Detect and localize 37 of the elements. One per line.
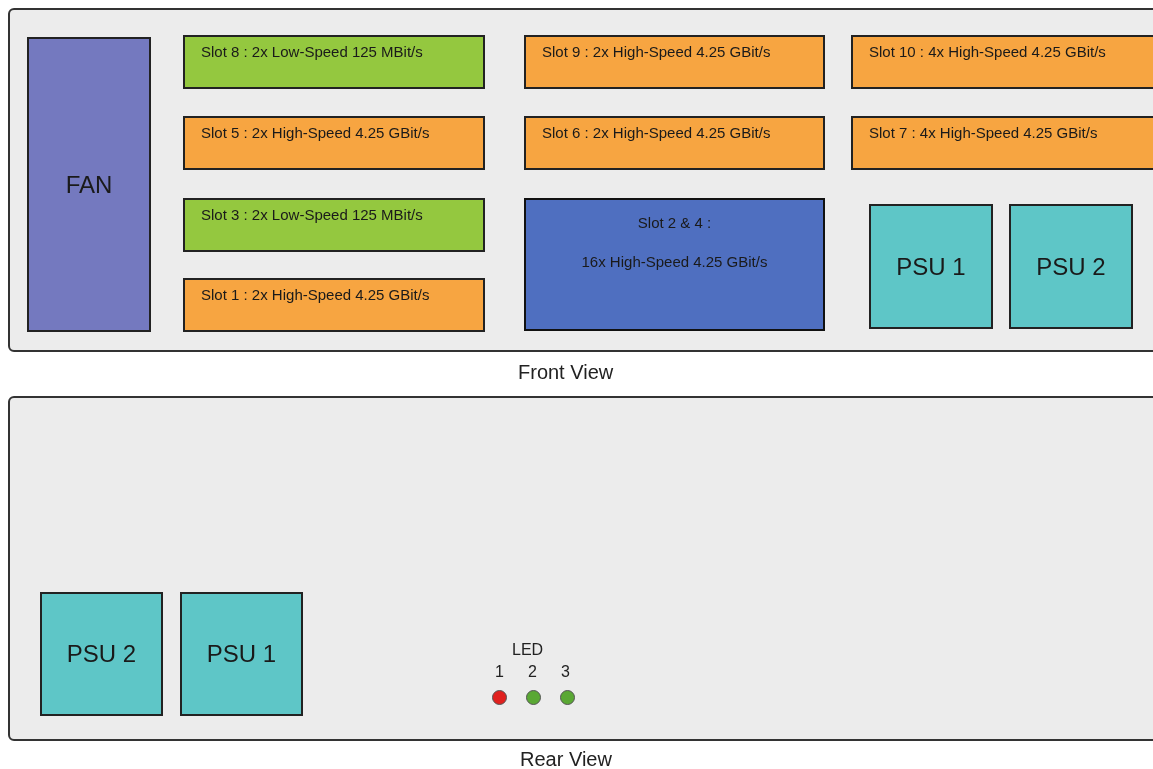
slot-card: [851, 35, 1153, 89]
slot-label: Slot 9 : 2x High-Speed 4.25 GBit/s: [542, 42, 772, 62]
slot-label: Slot 10 : 4x High-Speed 4.25 GBit/s: [869, 42, 1107, 62]
slot-label: Slot 2 & 4 :: [637, 213, 712, 233]
psu-module: [1009, 204, 1133, 329]
fan-module: [27, 37, 151, 332]
slot-label: PSU 1: [206, 639, 277, 669]
view-caption: Front View: [518, 360, 614, 385]
led-number: 1: [495, 662, 504, 682]
slot-card: [524, 116, 825, 170]
slot-label: Slot 3 : 2x Low-Speed 125 MBit/s: [201, 205, 424, 225]
slot-label: Slot 1 : 2x High-Speed 4.25 GBit/s: [201, 285, 431, 305]
slot-label: FAN: [65, 169, 113, 200]
slot-label: PSU 2: [1036, 251, 1106, 282]
view-caption: Rear View: [520, 747, 612, 769]
slot-label: Slot 7 : 4x High-Speed 4.25 GBit/s: [869, 123, 1099, 143]
slot-label: Slot 5 : 2x High-Speed 4.25 GBit/s: [201, 123, 431, 143]
psu-module: [869, 204, 993, 329]
slot-card: [183, 278, 485, 332]
slot-card: [183, 198, 485, 252]
slot-label: PSU 1: [896, 251, 966, 282]
led-number: 2: [528, 662, 537, 682]
slot-card: [524, 198, 825, 331]
psu-module: [180, 592, 303, 716]
slot-label: Slot 8 : 2x Low-Speed 125 MBit/s: [201, 42, 424, 62]
led-number: 3: [561, 662, 570, 682]
psu-module: [40, 592, 163, 716]
slot-card: [851, 116, 1153, 170]
slot-card: [183, 35, 485, 89]
slot-card: [183, 116, 485, 170]
led-label: LED: [512, 640, 544, 660]
slot-card: [524, 35, 825, 89]
rear-panel: [8, 396, 1153, 741]
slot-label: Slot 6 : 2x High-Speed 4.25 GBit/s: [542, 123, 772, 143]
slot-label: PSU 2: [66, 639, 137, 669]
slot-label: 16x High-Speed 4.25 GBit/s: [581, 251, 768, 272]
front-panel: [8, 8, 1153, 352]
